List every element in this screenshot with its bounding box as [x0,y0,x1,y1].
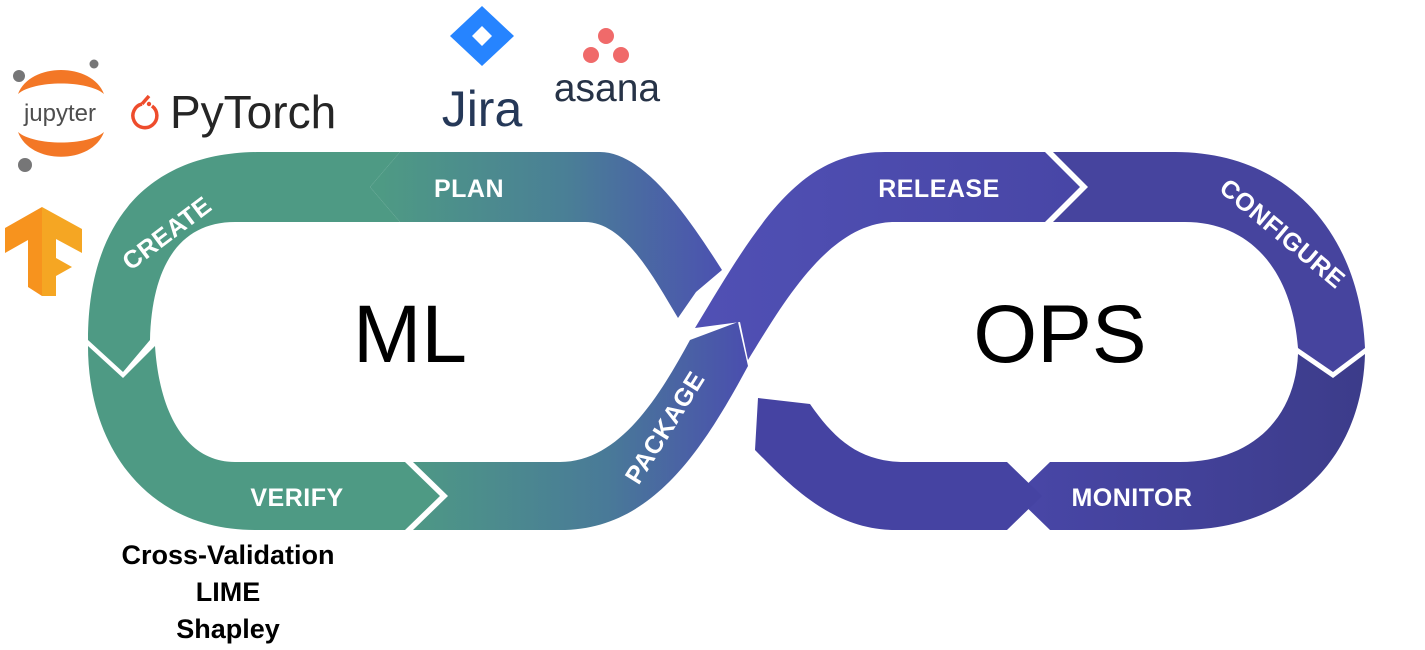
ops-bottom-segment [755,398,1042,530]
monitor-label: MONITOR [1071,484,1192,512]
asana-logo: asana [554,28,661,110]
jira-wordmark: Jira [442,81,523,137]
verify-tool-item: Shapley [176,614,280,644]
verify-tool-item: LIME [195,577,261,607]
jupyter-logo-icon: jupyter [13,59,104,172]
tensorflow-logo-icon [5,207,82,296]
verify-segment [88,346,440,530]
verify-tools-list: Cross-Validation LIME Shapley [60,537,396,648]
release-label: RELEASE [878,175,1000,203]
pytorch-logo: PyTorch [131,86,336,138]
ml-title: ML [353,289,467,380]
plan-segment [370,152,722,318]
create-segment [88,152,400,372]
asana-wordmark: asana [554,67,661,110]
package-segment [413,322,748,530]
pytorch-flame-icon [131,94,159,130]
ml-loop [88,152,748,530]
monitor-segment [1015,354,1365,530]
configure-segment [1053,152,1365,372]
verify-tool-item: Cross-Validation [121,540,335,570]
jupyter-wordmark: jupyter [23,100,96,127]
plan-label: PLAN [434,175,504,203]
ops-loop [695,152,1365,530]
verify-label: VERIFY [250,484,343,512]
release-segment [695,152,1080,360]
asana-dots-icon [583,28,629,63]
pytorch-wordmark: PyTorch [170,86,336,138]
jira-diamond-icon [450,6,514,66]
jira-logo: Jira [442,6,523,137]
ops-title: OPS [973,289,1146,380]
